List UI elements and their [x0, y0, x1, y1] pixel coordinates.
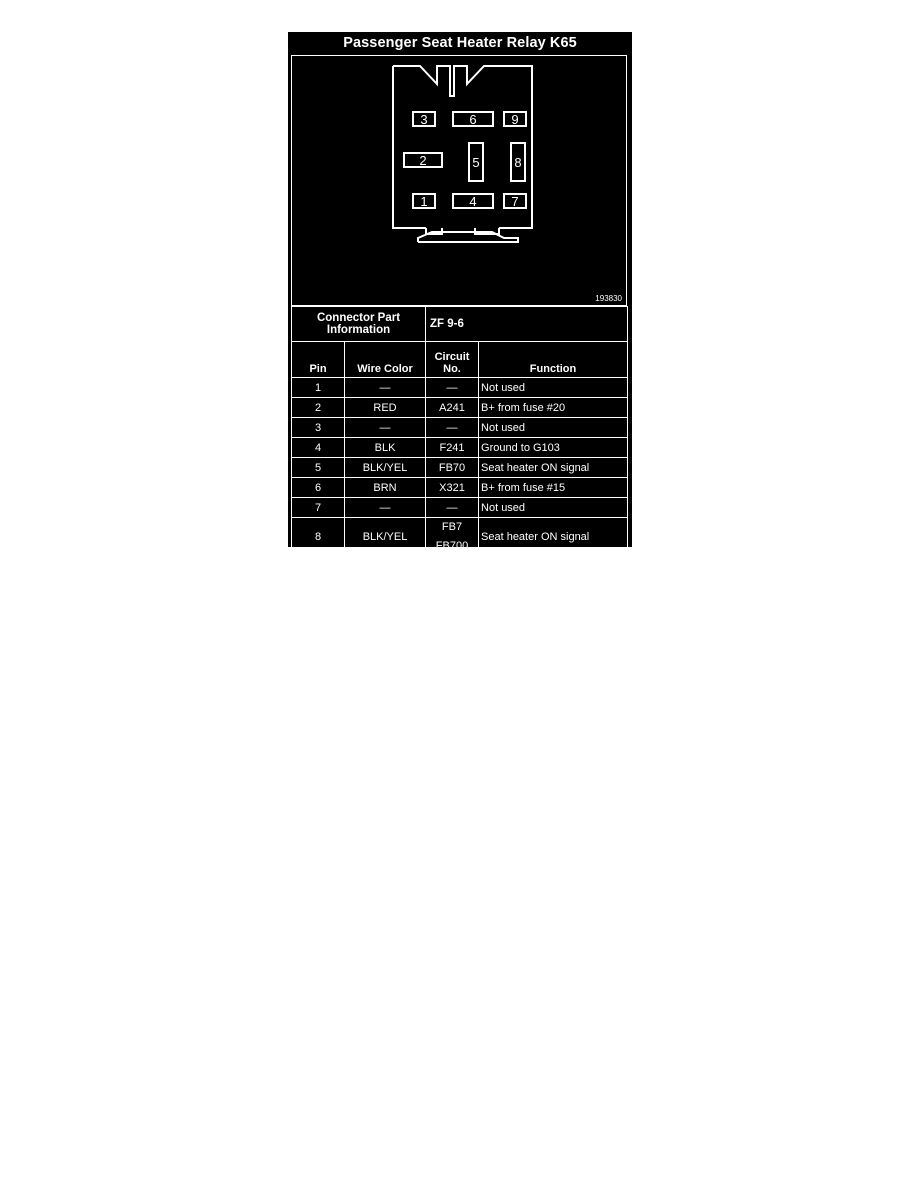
diagram-title: Passenger Seat Heater Relay K65: [343, 35, 577, 51]
circuit-cell: X321: [425, 477, 480, 498]
function-cell: B+ from fuse #15: [478, 477, 629, 498]
wire-color-cell: —: [343, 377, 427, 398]
wire-color-cell: BLK/YEL: [343, 517, 427, 557]
table-row: 7 — — Not used: [291, 497, 629, 518]
function-cell: Not used: [478, 417, 629, 438]
wire-color-cell: —: [343, 417, 427, 438]
wire-color-cell: BLK/YEL: [343, 457, 427, 478]
table-row: 9 — — Not used: [291, 556, 629, 577]
header-wire-color: Wire Color: [343, 341, 427, 378]
function-cell: Seat heater ON signal: [478, 457, 629, 478]
pin-label: 8: [514, 155, 521, 170]
header-circuit: Circuit No.: [425, 341, 480, 378]
pin-cell: 5: [291, 457, 345, 478]
pin-cell: 9: [291, 556, 345, 577]
circuit-cell: —: [425, 417, 480, 438]
relay-connector-panel: Passenger Seat Heater Relay K65 3 6 9: [288, 32, 632, 577]
circuit-cell: FB7 FB700: [425, 517, 480, 557]
function-cell: B+ from fuse #20: [478, 397, 629, 418]
circuit-cell: —: [425, 497, 480, 518]
function-cell: Seat heater ON signal: [478, 517, 629, 557]
header-pin: Pin: [291, 341, 345, 378]
connector-info-row: Connector Part Information ZF 9-6: [290, 306, 629, 342]
pin-label: 2: [419, 153, 426, 168]
connector-diagram: 3 6 9 2 5 8 1: [291, 55, 627, 306]
pin-cell: 2: [291, 397, 345, 418]
circuit-cell: F241: [425, 437, 480, 458]
pin-cell: 1: [291, 377, 345, 398]
pin-cell: 8: [291, 517, 345, 557]
connector-info-value: ZF 9-6: [425, 306, 629, 342]
pin-cavity: 3: [412, 111, 436, 127]
circuit-line: FB7: [441, 521, 463, 533]
table-row: 2 RED A241 B+ from fuse #20: [291, 397, 629, 418]
connector-info-label: Connector Part Information: [290, 306, 427, 342]
header-function: Function: [478, 341, 629, 378]
table-row: 6 BRN X321 B+ from fuse #15: [291, 477, 629, 498]
pin-cell: 6: [291, 477, 345, 498]
pin-cavity: 6: [452, 111, 494, 127]
figure-id: 193830: [595, 294, 622, 303]
wire-color-cell: —: [343, 556, 427, 577]
pin-cavity: 2: [403, 152, 443, 168]
connector-housing-outline: [392, 65, 533, 229]
wire-color-cell: —: [343, 497, 427, 518]
pin-label: 4: [469, 194, 476, 209]
table-header-row: Pin Wire Color Circuit No. Function: [291, 341, 629, 378]
table-row: 5 BLK/YEL FB70 Seat heater ON signal: [291, 457, 629, 478]
pin-cavity: 4: [452, 193, 494, 209]
pin-label: 1: [420, 194, 427, 209]
connector-mounting-foot: [417, 231, 519, 243]
wire-color-cell: BLK: [343, 437, 427, 458]
pin-label: 9: [511, 112, 518, 127]
table-row: 1 — — Not used: [291, 377, 629, 398]
table-row: 4 BLK F241 Ground to G103: [291, 437, 629, 458]
circuit-cell: A241: [425, 397, 480, 418]
table-row: 3 — — Not used: [291, 417, 629, 438]
pin-label: 6: [469, 112, 476, 127]
pin-label: 3: [420, 112, 427, 127]
pin-cell: 7: [291, 497, 345, 518]
pin-cavity: 5: [468, 142, 484, 182]
pin-cavity: 1: [412, 193, 436, 209]
wire-color-cell: BRN: [343, 477, 427, 498]
function-cell: Not used: [478, 377, 629, 398]
table-row: 8 BLK/YEL FB7 FB700 Seat heater ON signa…: [291, 517, 629, 557]
connector-face-drawing: 3 6 9 2 5 8 1: [392, 65, 533, 243]
pinout-table: Connector Part Information ZF 9-6 Pin Wi…: [290, 306, 629, 577]
wire-color-cell: RED: [343, 397, 427, 418]
circuit-cell: FB70: [425, 457, 480, 478]
circuit-line: FB700: [435, 540, 469, 552]
function-cell: Not used: [478, 497, 629, 518]
pin-cell: 4: [291, 437, 345, 458]
pin-label: 7: [511, 194, 518, 209]
pin-cavity: 8: [510, 142, 526, 182]
circuit-cell: —: [425, 377, 480, 398]
function-cell: Ground to G103: [478, 437, 629, 458]
pin-cell: 3: [291, 417, 345, 438]
pin-cavity: 7: [503, 193, 527, 209]
function-cell: Not used: [478, 556, 629, 577]
pin-label: 5: [472, 155, 479, 170]
pin-cavity: 9: [503, 111, 527, 127]
circuit-cell: —: [425, 556, 480, 577]
